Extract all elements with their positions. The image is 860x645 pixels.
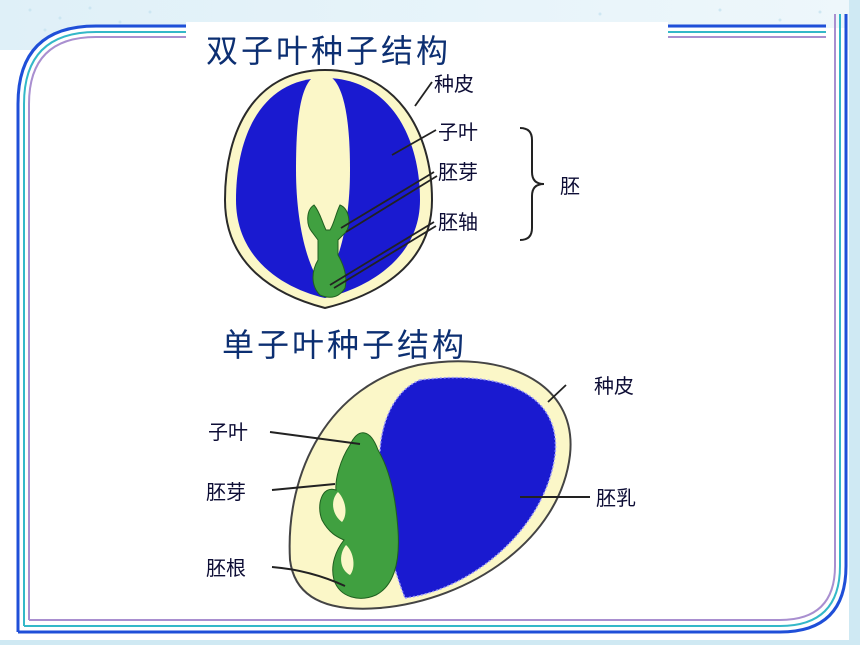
dicot-label-cotyledon: 子叶: [438, 120, 478, 144]
decor-dots: [28, 6, 822, 32]
dicot-label-seed-coat: 种皮: [434, 72, 474, 96]
monocot-seed: [269, 360, 590, 610]
monocot-title: 单子叶种子结构: [222, 326, 468, 364]
dicot-embryo-axis: [307, 204, 350, 298]
dicot-seed: [223, 68, 545, 310]
monocot-label-endosperm: 胚乳: [596, 486, 636, 510]
dicot-title: 双子叶种子结构: [206, 32, 452, 70]
dicot-label-hypocotyl: 胚轴: [438, 210, 478, 234]
monocot-cotyledon: [319, 432, 399, 599]
dicot-label-plumule: 胚芽: [438, 160, 478, 184]
monocot-label-seed-coat: 种皮: [594, 374, 634, 398]
monocot-label-radicle: 胚根: [206, 556, 246, 580]
monocot-label-cotyledon: 子叶: [208, 420, 248, 444]
dicot-label-embryo: 胚: [560, 174, 580, 198]
monocot-endosperm: [379, 376, 557, 599]
embryo-brace: [519, 127, 545, 241]
monocot-label-plumule: 胚芽: [206, 480, 246, 504]
